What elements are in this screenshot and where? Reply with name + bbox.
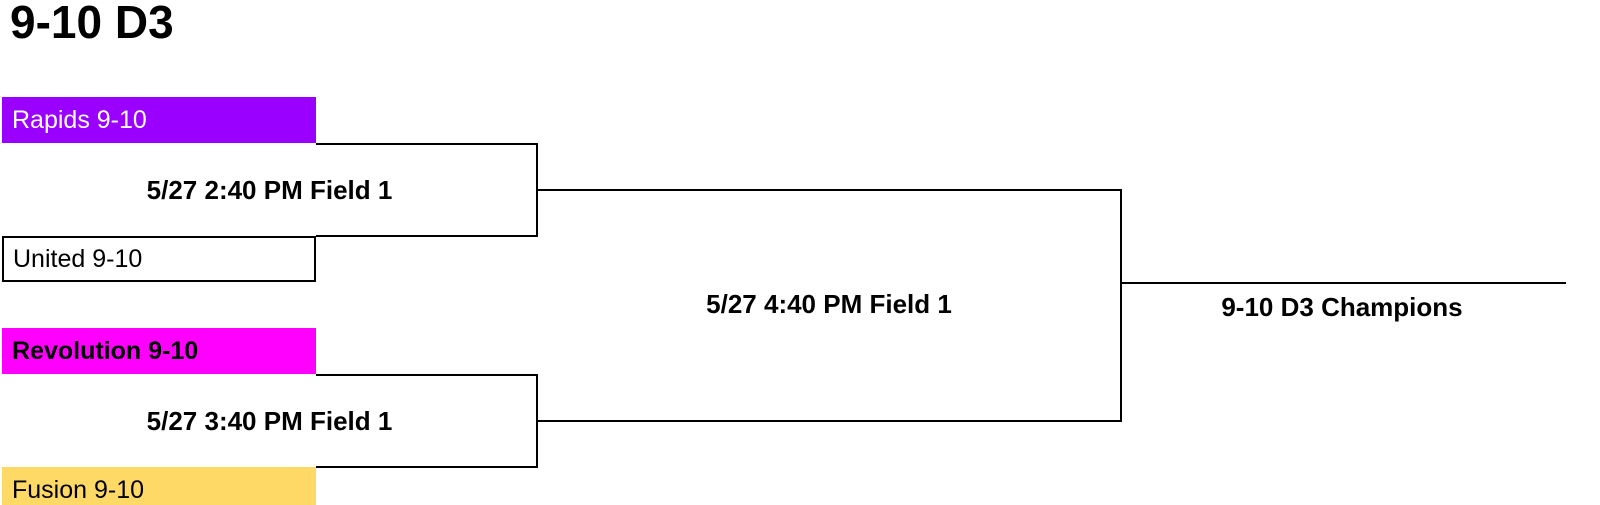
champion-label: 9-10 D3 Champions <box>1221 292 1463 322</box>
bracket-title: 9-10 D3 <box>10 0 174 48</box>
game1-label: 5/27 2:40 PM Field 1 <box>146 175 393 205</box>
team-slot-fusion: Fusion 9-10 <box>2 467 316 505</box>
final-connector <box>537 189 1122 422</box>
team-slot-revolution: Revolution 9-10 <box>2 328 316 374</box>
team-slot-united: United 9-10 <box>2 236 316 282</box>
final-game-label: 5/27 4:40 PM Field 1 <box>706 289 952 319</box>
team-slot-rapids: Rapids 9-10 <box>2 97 316 143</box>
game2-label: 5/27 3:40 PM Field 1 <box>146 406 393 436</box>
